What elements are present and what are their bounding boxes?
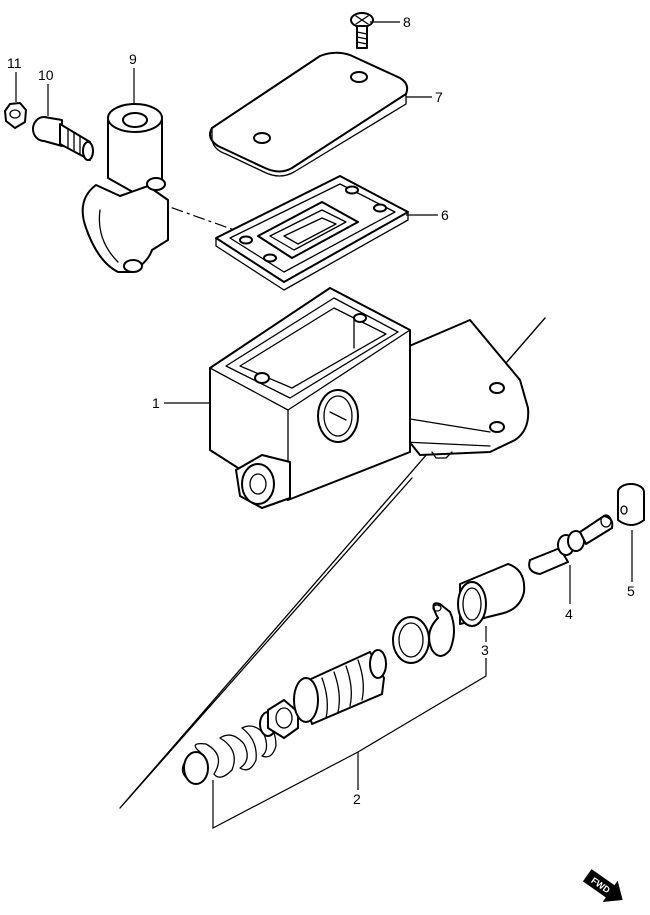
forward-arrow-icon	[582, 869, 623, 903]
diaphragm-part	[215, 175, 409, 291]
nut-part	[4, 102, 27, 129]
boot-part	[392, 563, 526, 664]
fwd-direction-badge: FWD	[582, 869, 623, 903]
callout-labels: 8 7 6 9 10 11 1 4 5 3 2	[7, 14, 635, 807]
callout-10: 10	[38, 67, 54, 83]
callout-7: 7	[435, 89, 443, 105]
screw-part	[350, 12, 374, 49]
callout-6: 6	[441, 207, 449, 223]
callout-11: 11	[7, 55, 22, 71]
guide-lines	[119, 199, 546, 809]
reservoir-cap-part	[209, 51, 409, 177]
callout-4: 4	[565, 606, 573, 622]
push-rod-part	[528, 514, 614, 575]
callout-8: 8	[403, 14, 411, 30]
bolt-part	[32, 116, 94, 161]
callout-2: 2	[353, 791, 361, 807]
piston-assembly-part	[181, 649, 387, 785]
callout-9: 9	[129, 51, 137, 67]
master-cylinder-body-part	[209, 287, 530, 509]
leader-lines	[15, 21, 633, 829]
callout-3: 3	[481, 642, 489, 658]
pin-part	[617, 483, 645, 526]
callout-1: 1	[152, 395, 160, 411]
clamp-part	[81, 103, 169, 273]
callout-5: 5	[627, 583, 635, 599]
